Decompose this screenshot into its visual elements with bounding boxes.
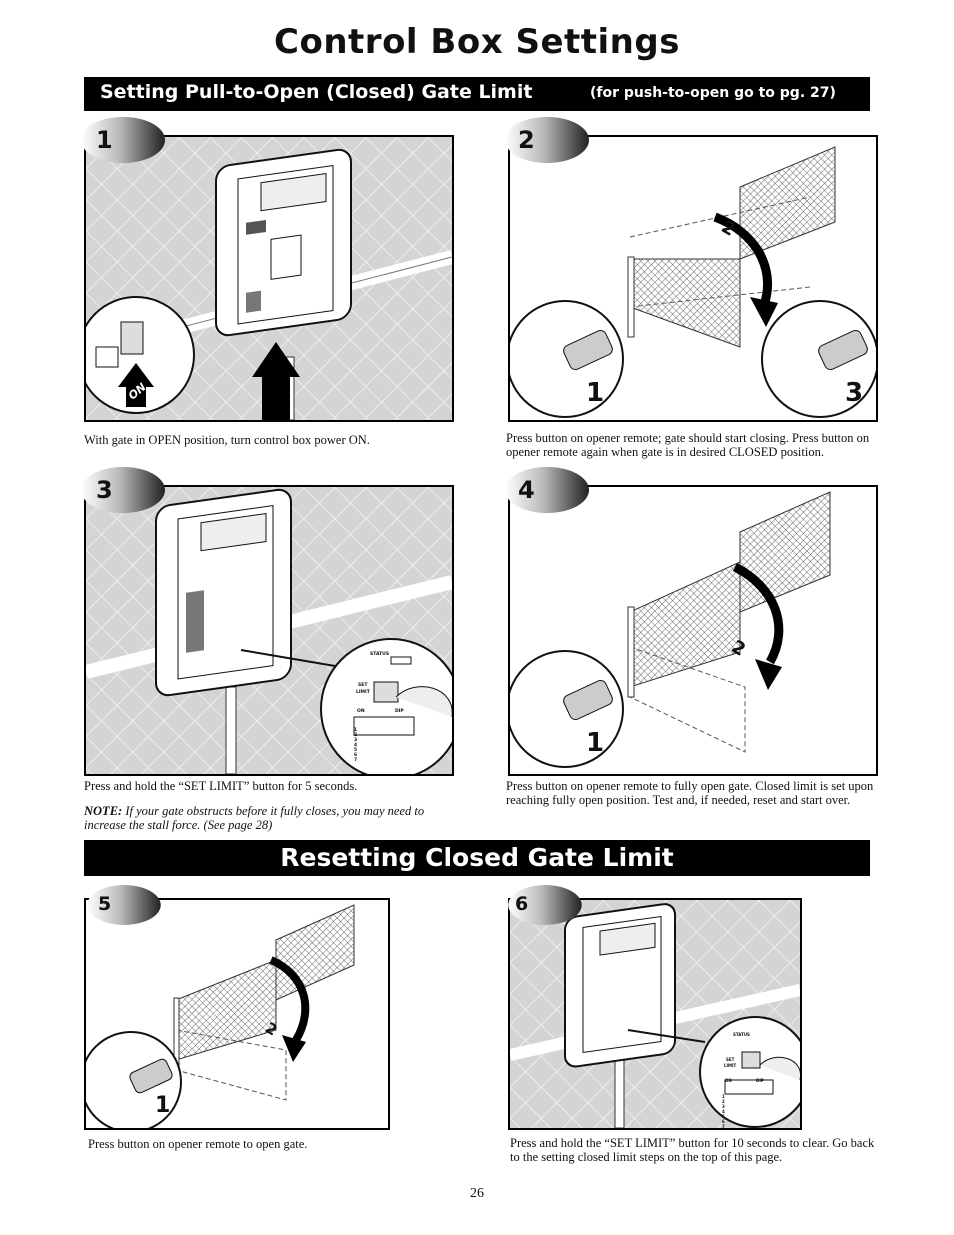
status-label: STATUS [733, 1032, 750, 1037]
step-1-number: 1 [96, 126, 113, 154]
limit-label: LIMIT [356, 690, 370, 695]
dip-on-label: ON [357, 709, 365, 714]
set-label: SET [358, 683, 368, 688]
limit-label: LIMIT [724, 1063, 737, 1068]
dip-numbers: 1 2 3 4 5 6 7 [354, 728, 358, 763]
section-banner-setting-limit: Setting Pull-to-Open (Closed) Gate Limit… [84, 77, 870, 111]
step-1-illustration [84, 135, 454, 422]
dip-label: DIP [395, 709, 404, 714]
step-2-illustration [508, 135, 878, 422]
step-2-sub-1: 1 [586, 378, 605, 408]
step-4-sub-1: 1 [586, 728, 605, 758]
step-2-number: 2 [518, 126, 535, 154]
step-3-number-badge [81, 467, 165, 514]
note-text: If your gate obstructs before it fully c… [84, 804, 425, 832]
section-banner-resetting: Resetting Closed Gate Limit [84, 840, 870, 876]
status-label: STATUS [370, 652, 390, 657]
step-5-number-badge [87, 885, 161, 925]
page-number: 26 [470, 1186, 484, 1201]
step-6-number-badge [508, 885, 582, 925]
note-label: NOTE: [84, 804, 123, 818]
dip-on-label: ON [725, 1078, 732, 1083]
dip-numbers: 1 2 3 4 5 6 7 [722, 1094, 725, 1129]
section-heading: Setting Pull-to-Open (Closed) Gate Limit [100, 81, 533, 103]
step-5-sub-1: 1 [155, 1093, 171, 1118]
section-subheading: (for push-to-open go to pg. 27) [590, 85, 836, 101]
step-6-illustration [508, 898, 802, 1130]
step-1-number-badge [81, 117, 165, 164]
step-3-illustration [84, 485, 454, 776]
step-4-number: 4 [518, 476, 535, 504]
step-6-number: 6 [515, 893, 529, 915]
set-label: SET [726, 1057, 735, 1062]
step-5-caption: Press button on opener remote to open ga… [88, 1137, 308, 1151]
step-2-caption: Press button on opener remote; gate shou… [506, 431, 870, 459]
step-4-number-badge [505, 467, 589, 514]
step-5-illustration [84, 898, 390, 1130]
step-4-caption: Press button on opener remote to fully o… [506, 779, 874, 807]
step-1-caption: With gate in OPEN position, turn control… [84, 433, 370, 447]
step-3-note: NOTE: If your gate obstructs before it f… [84, 804, 450, 832]
step-2-number-badge [505, 117, 589, 164]
step-3-caption: Press and hold the “SET LIMIT” button fo… [84, 779, 358, 793]
dip-label: DIP [756, 1078, 764, 1083]
page-title: Control Box Settings [274, 22, 680, 62]
step-3-number: 3 [96, 476, 113, 504]
step-2-sub-3: 3 [845, 378, 864, 408]
step-4-illustration [508, 485, 878, 776]
step-5-number: 5 [98, 893, 112, 915]
step-6-caption: Press and hold the “SET LIMIT” button fo… [510, 1136, 875, 1164]
